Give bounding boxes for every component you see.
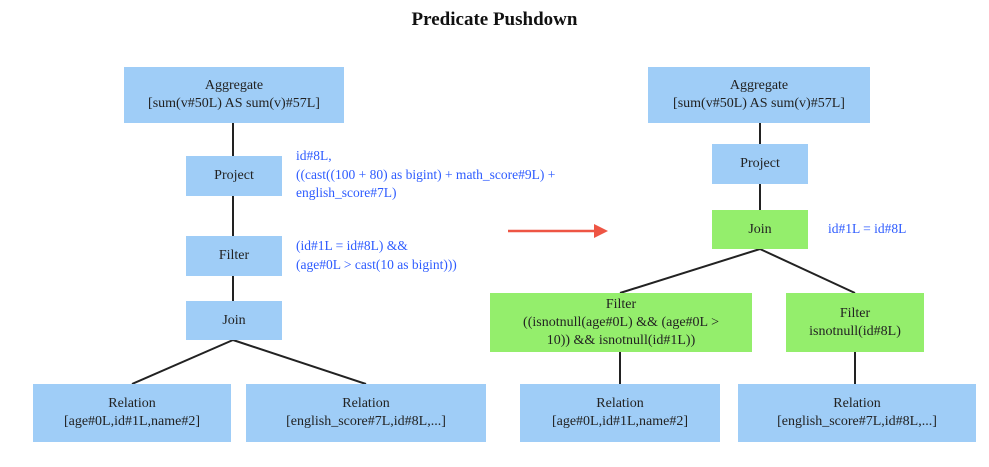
edge-join-filter-right	[759, 248, 856, 294]
left-relation-right-columns: [english_score#7L,id#8L,...]	[286, 414, 446, 429]
right-project-node: Project	[712, 144, 808, 184]
right-filter-left-condition-2: 10)) && isnotnull(id#1L))	[546, 332, 696, 348]
right-relation-left-title: Relation	[596, 396, 644, 411]
left-filter-node: Filter	[186, 236, 282, 276]
right-filter-right-node: Filter isnotnull(id#8L)	[786, 293, 924, 352]
left-project-label: Project	[214, 168, 254, 183]
left-aggregate-node: Aggregate [sum(v#50L) AS sum(v)#57L]	[124, 67, 344, 123]
right-filter-right-condition: isnotnull(id#8L)	[809, 323, 901, 339]
edge-join-relation-right	[232, 339, 367, 385]
transform-arrow	[508, 224, 608, 238]
right-filter-left-node: Filter ((isnotnull(age#0L) && (age#0L > …	[490, 293, 752, 352]
left-join-label: Join	[222, 312, 246, 328]
right-relation-right-columns: [english_score#7L,id#8L,...]	[777, 414, 937, 429]
left-relation-right-node: Relation [english_score#7L,id#8L,...]	[246, 384, 486, 442]
left-project-annotation: id#8L, ((cast((100 + 80) as bigint) + ma…	[296, 148, 556, 200]
left-relation-left-node: Relation [age#0L,id#1L,name#2]	[33, 384, 231, 442]
diagram-title: Predicate Pushdown	[411, 9, 578, 30]
right-project-label: Project	[740, 156, 780, 171]
left-filter-annotation: (id#1L = id#8L) && (age#0L > cast(10 as …	[296, 238, 457, 272]
right-relation-right-title: Relation	[833, 396, 881, 411]
right-aggregate-expression: [sum(v#50L) AS sum(v)#57L]	[673, 96, 845, 111]
right-relation-left-node: Relation [age#0L,id#1L,name#2]	[520, 384, 720, 442]
edge-join-relation-left	[131, 339, 234, 385]
right-join-node: Join	[712, 210, 808, 249]
right-filter-right-title: Filter	[839, 305, 871, 321]
right-join-label: Join	[748, 221, 772, 237]
left-join-node: Join	[186, 301, 282, 340]
edge-join-filter-left	[619, 248, 761, 294]
left-project-node: Project	[186, 156, 282, 196]
left-relation-left-title: Relation	[108, 396, 156, 411]
right-relation-left-columns: [age#0L,id#1L,name#2]	[551, 414, 689, 429]
right-filter-left-title: Filter	[605, 296, 637, 312]
right-join-annotation: id#1L = id#8L	[828, 221, 907, 236]
left-filter-label: Filter	[218, 248, 250, 263]
left-relation-right-title: Relation	[342, 396, 390, 411]
left-aggregate-title: Aggregate	[204, 78, 264, 93]
right-aggregate-node: Aggregate [sum(v#50L) AS sum(v)#57L]	[648, 67, 870, 123]
left-aggregate-expression: [sum(v#50L) AS sum(v)#57L]	[148, 96, 320, 111]
right-aggregate-title: Aggregate	[729, 78, 789, 93]
left-relation-left-columns: [age#0L,id#1L,name#2]	[63, 414, 201, 429]
right-filter-left-condition-1: ((isnotnull(age#0L) && (age#0L >	[523, 314, 719, 330]
right-relation-right-node: Relation [english_score#7L,id#8L,...]	[738, 384, 976, 442]
